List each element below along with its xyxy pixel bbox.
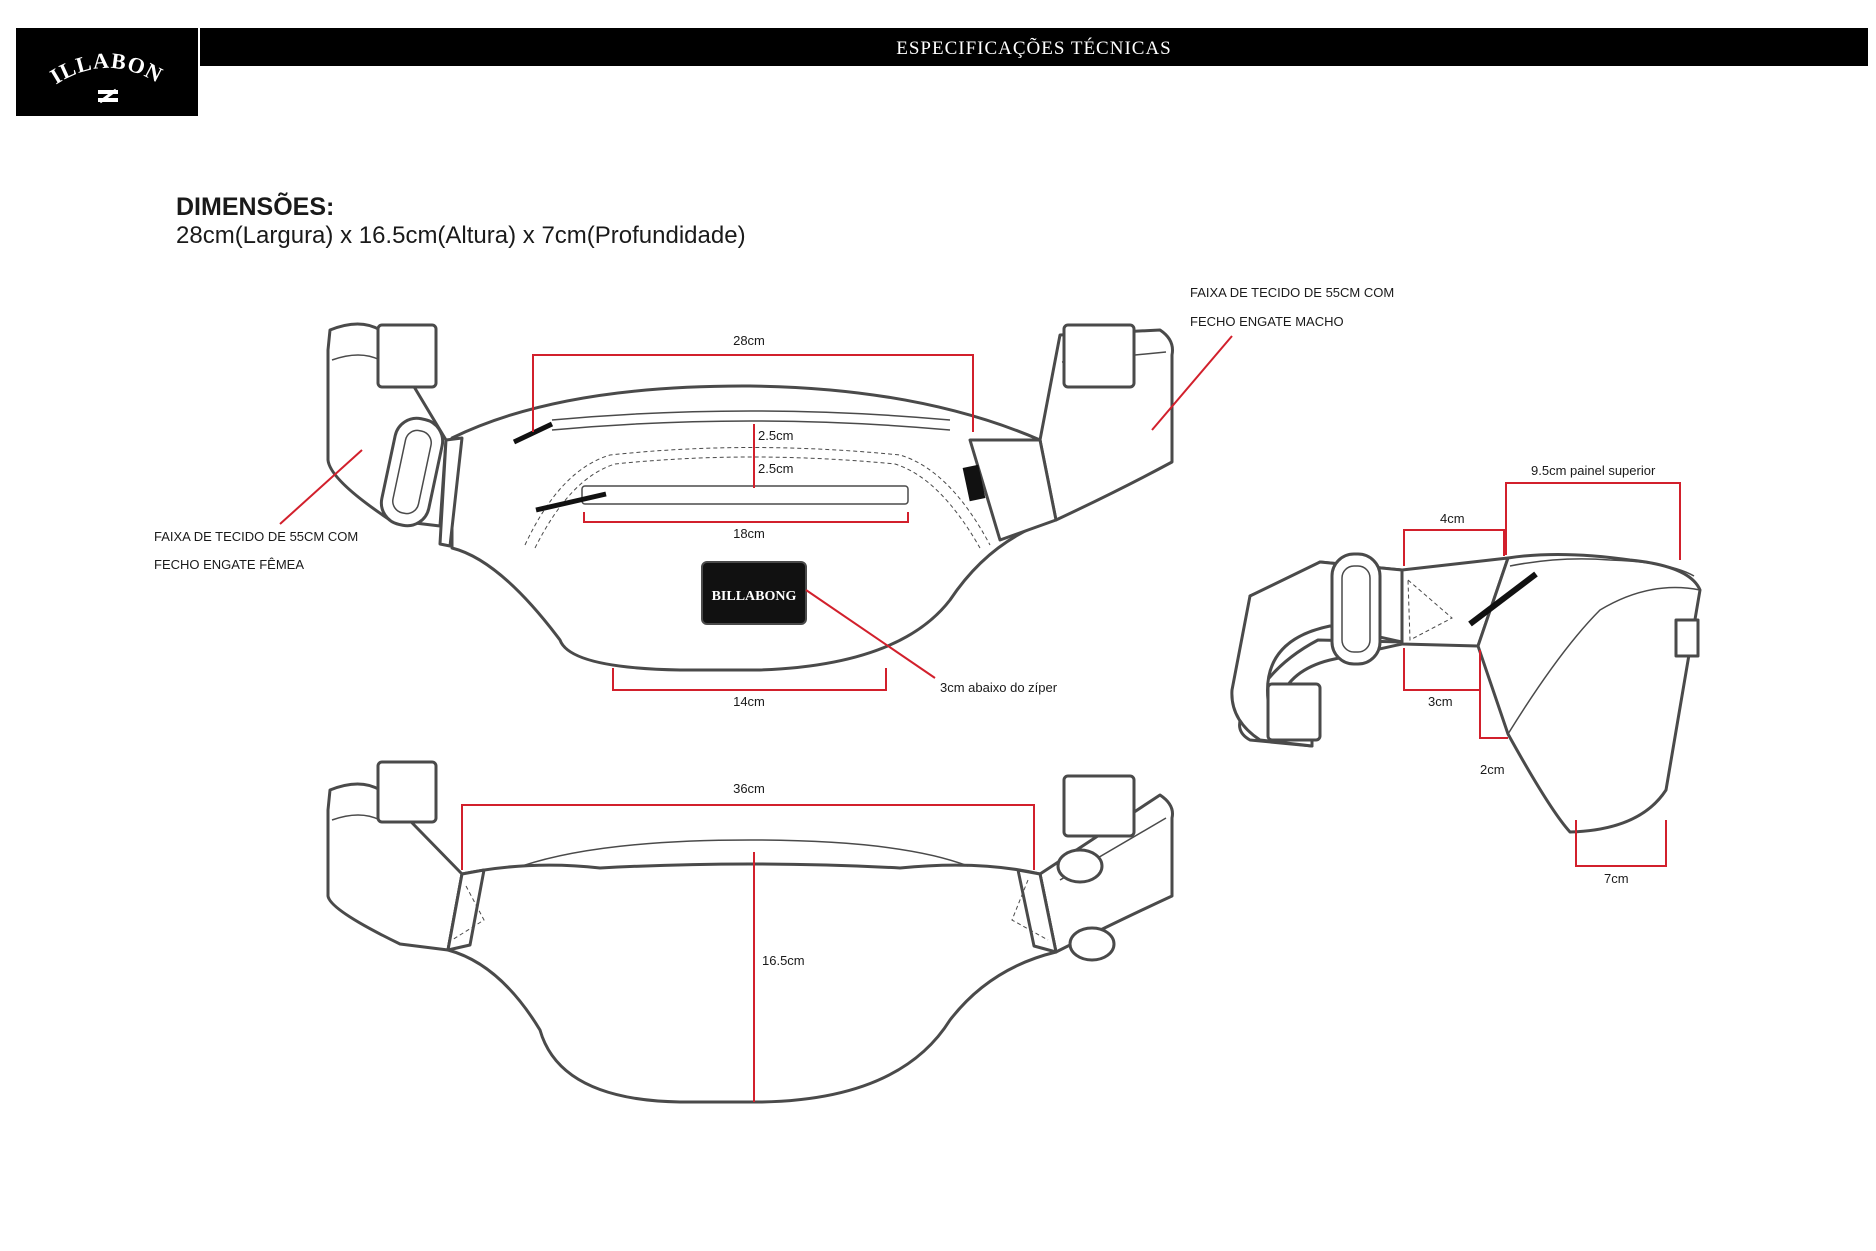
left-strap-label-2: FECHO ENGATE FÊMEA (154, 557, 304, 572)
side-label-icon (962, 464, 986, 502)
side-loop-icon (1674, 618, 1700, 658)
side-buckle-icon (1266, 682, 1322, 742)
front-view: BILLABONG 28cm 2.5cm 2.5cm 18cm 14cm 3cm… (154, 285, 1394, 709)
top-zip-pull-icon (512, 421, 554, 445)
right-buckle-icon (1062, 323, 1136, 389)
side-slider-icon (1330, 552, 1382, 666)
right-strap-label-2: FECHO ENGATE MACHO (1190, 314, 1344, 329)
svg-text:BILLABONG: BILLABONG (712, 589, 797, 604)
dim-9-5cm: 9.5cm painel superior (1531, 463, 1656, 478)
patch-note: 3cm abaixo do zíper (940, 680, 1058, 695)
dim-3cm: 3cm (1428, 694, 1453, 709)
header-bar: ESPECIFICAÇÕES TÉCNICAS (200, 28, 1868, 66)
dimensions-heading: DIMENSÕES: (176, 193, 335, 221)
left-strap-label-1: FAIXA DE TECIDO DE 55CM COM (154, 529, 358, 544)
dim-28cm: 28cm (733, 333, 765, 348)
dim-2cm: 2cm (1480, 762, 1505, 777)
back-left-buckle-icon (376, 760, 438, 824)
side-zip-pull-icon (1468, 571, 1538, 627)
left-slider-icon (379, 416, 445, 528)
back-right-buckle-icon (1062, 774, 1136, 838)
dim-4cm: 4cm (1440, 511, 1465, 526)
dim-2-5cm-b: 2.5cm (758, 461, 793, 476)
right-strap-label-1: FAIXA DE TECIDO DE 55CM COM (1190, 285, 1394, 300)
dim-2-5cm-a: 2.5cm (758, 428, 793, 443)
logo-patch-icon (701, 561, 807, 625)
dim-16-5cm: 16.5cm (762, 953, 805, 968)
dimensions-summary: 28cm(Largura) x 16.5cm(Altura) x 7cm(Pro… (176, 222, 746, 249)
left-buckle-icon (376, 323, 438, 389)
dim-36cm: 36cm (733, 781, 765, 796)
side-view: 9.5cm painel superior 4cm 3cm 2cm 7cm (1230, 463, 1702, 886)
page-title: ESPECIFICAÇÕES TÉCNICAS (896, 38, 1172, 59)
dim-14cm: 14cm (733, 694, 765, 709)
dim-18cm: 18cm (733, 526, 765, 541)
pocket-zip-pull-icon (535, 491, 607, 513)
back-view: 36cm 16.5cm (326, 760, 1174, 1104)
dim-7cm: 7cm (1604, 871, 1629, 886)
